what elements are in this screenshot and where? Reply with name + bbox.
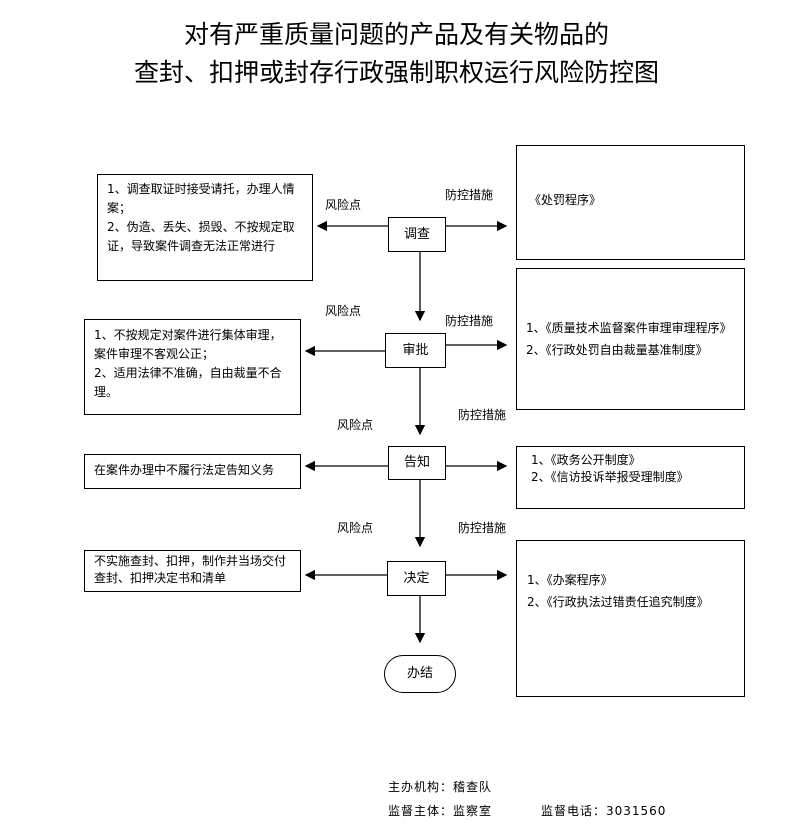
measure-text: 2、《行政处罚自由裁量基准制度》 — [526, 343, 708, 357]
risk-label-decide: 风险点 — [337, 521, 374, 535]
risk-label-approve: 风险点 — [325, 304, 362, 318]
step-investigate: 调查 — [388, 217, 446, 252]
measure-box-decide: 1、《办案程序》 2、《行政执法过错责任追究制度》 — [516, 540, 745, 697]
risk-text: 1、调查取证时接受请托，办理人情 — [107, 182, 295, 196]
step-approve-label: 审批 — [402, 343, 429, 358]
step-decide: 决定 — [387, 561, 446, 596]
risk-text: 1、不按规定对案件进行集体审理， — [94, 328, 282, 342]
footer-organizer: 主办机构：稽查队 — [388, 780, 493, 794]
footer-phone: 监督电话：3031560 — [541, 804, 667, 818]
risk-text: 在案件办理中不履行法定告知义务 — [94, 463, 275, 477]
step-notify: 告知 — [388, 446, 446, 480]
title-line-2: 查封、扣押或封存行政强制职权运行风险防控图 — [133, 58, 659, 87]
risk-text: 理。 — [94, 385, 119, 399]
step-approve: 审批 — [385, 333, 446, 368]
measure-text: 2、《信访投诉举报受理制度》 — [531, 470, 689, 484]
risk-box-investigate: 1、调查取证时接受请托，办理人情 案； 2、伪造、丢失、损毁、不按规定取 证，导… — [97, 174, 313, 281]
measure-label-notify: 防控措施 — [458, 408, 507, 422]
measure-text: 1、《政务公开制度》 — [531, 453, 641, 467]
risk-label-investigate: 风险点 — [325, 198, 362, 212]
measure-box-investigate: 《处罚程序》 — [516, 145, 745, 260]
step-finish-label: 办结 — [406, 666, 433, 681]
risk-text: 不实施查封、扣押，制作并当场交付 — [94, 554, 287, 568]
risk-text: 案件审理不客观公正； — [94, 347, 215, 361]
risk-text: 案； — [107, 201, 132, 215]
measure-text: 2、《行政执法过错责任追究制度》 — [527, 595, 709, 609]
measure-box-notify: 1、《政务公开制度》 2、《信访投诉举报受理制度》 — [516, 446, 745, 509]
risk-text: 证，导致案件调查无法正常进行 — [107, 239, 276, 253]
measure-label-approve: 防控措施 — [445, 314, 494, 328]
measure-text: 1、《办案程序》 — [527, 573, 613, 587]
measure-label-decide: 防控措施 — [458, 521, 507, 535]
measure-text: 1、《质量技术监督案件审理审理程序》 — [526, 321, 732, 335]
risk-text: 查封、扣押决定书和清单 — [94, 571, 227, 585]
measure-box-approve: 1、《质量技术监督案件审理审理程序》 2、《行政处罚自由裁量基准制度》 — [516, 268, 745, 410]
risk-box-approve: 1、不按规定对案件进行集体审理， 案件审理不客观公正； 2、适用法律不准确，自由… — [84, 319, 301, 415]
footer-supervisor: 监督主体：监察室 — [388, 804, 493, 818]
measure-label-investigate: 防控措施 — [445, 188, 494, 202]
risk-box-decide: 不实施查封、扣押，制作并当场交付 查封、扣押决定书和清单 — [84, 550, 301, 592]
measure-text: 《处罚程序》 — [529, 193, 602, 207]
step-notify-label: 告知 — [403, 455, 430, 470]
step-decide-label: 决定 — [403, 571, 430, 586]
risk-box-notify: 在案件办理中不履行法定告知义务 — [84, 454, 301, 489]
step-investigate-label: 调查 — [403, 227, 430, 242]
risk-text: 2、伪造、丢失、损毁、不按规定取 — [107, 220, 295, 234]
title-line-1: 对有严重质量问题的产品及有关物品的 — [183, 20, 609, 49]
risk-text: 2、适用法律不准确，自由裁量不合 — [94, 366, 282, 380]
risk-label-notify: 风险点 — [337, 418, 374, 432]
step-finish: 办结 — [384, 655, 456, 693]
